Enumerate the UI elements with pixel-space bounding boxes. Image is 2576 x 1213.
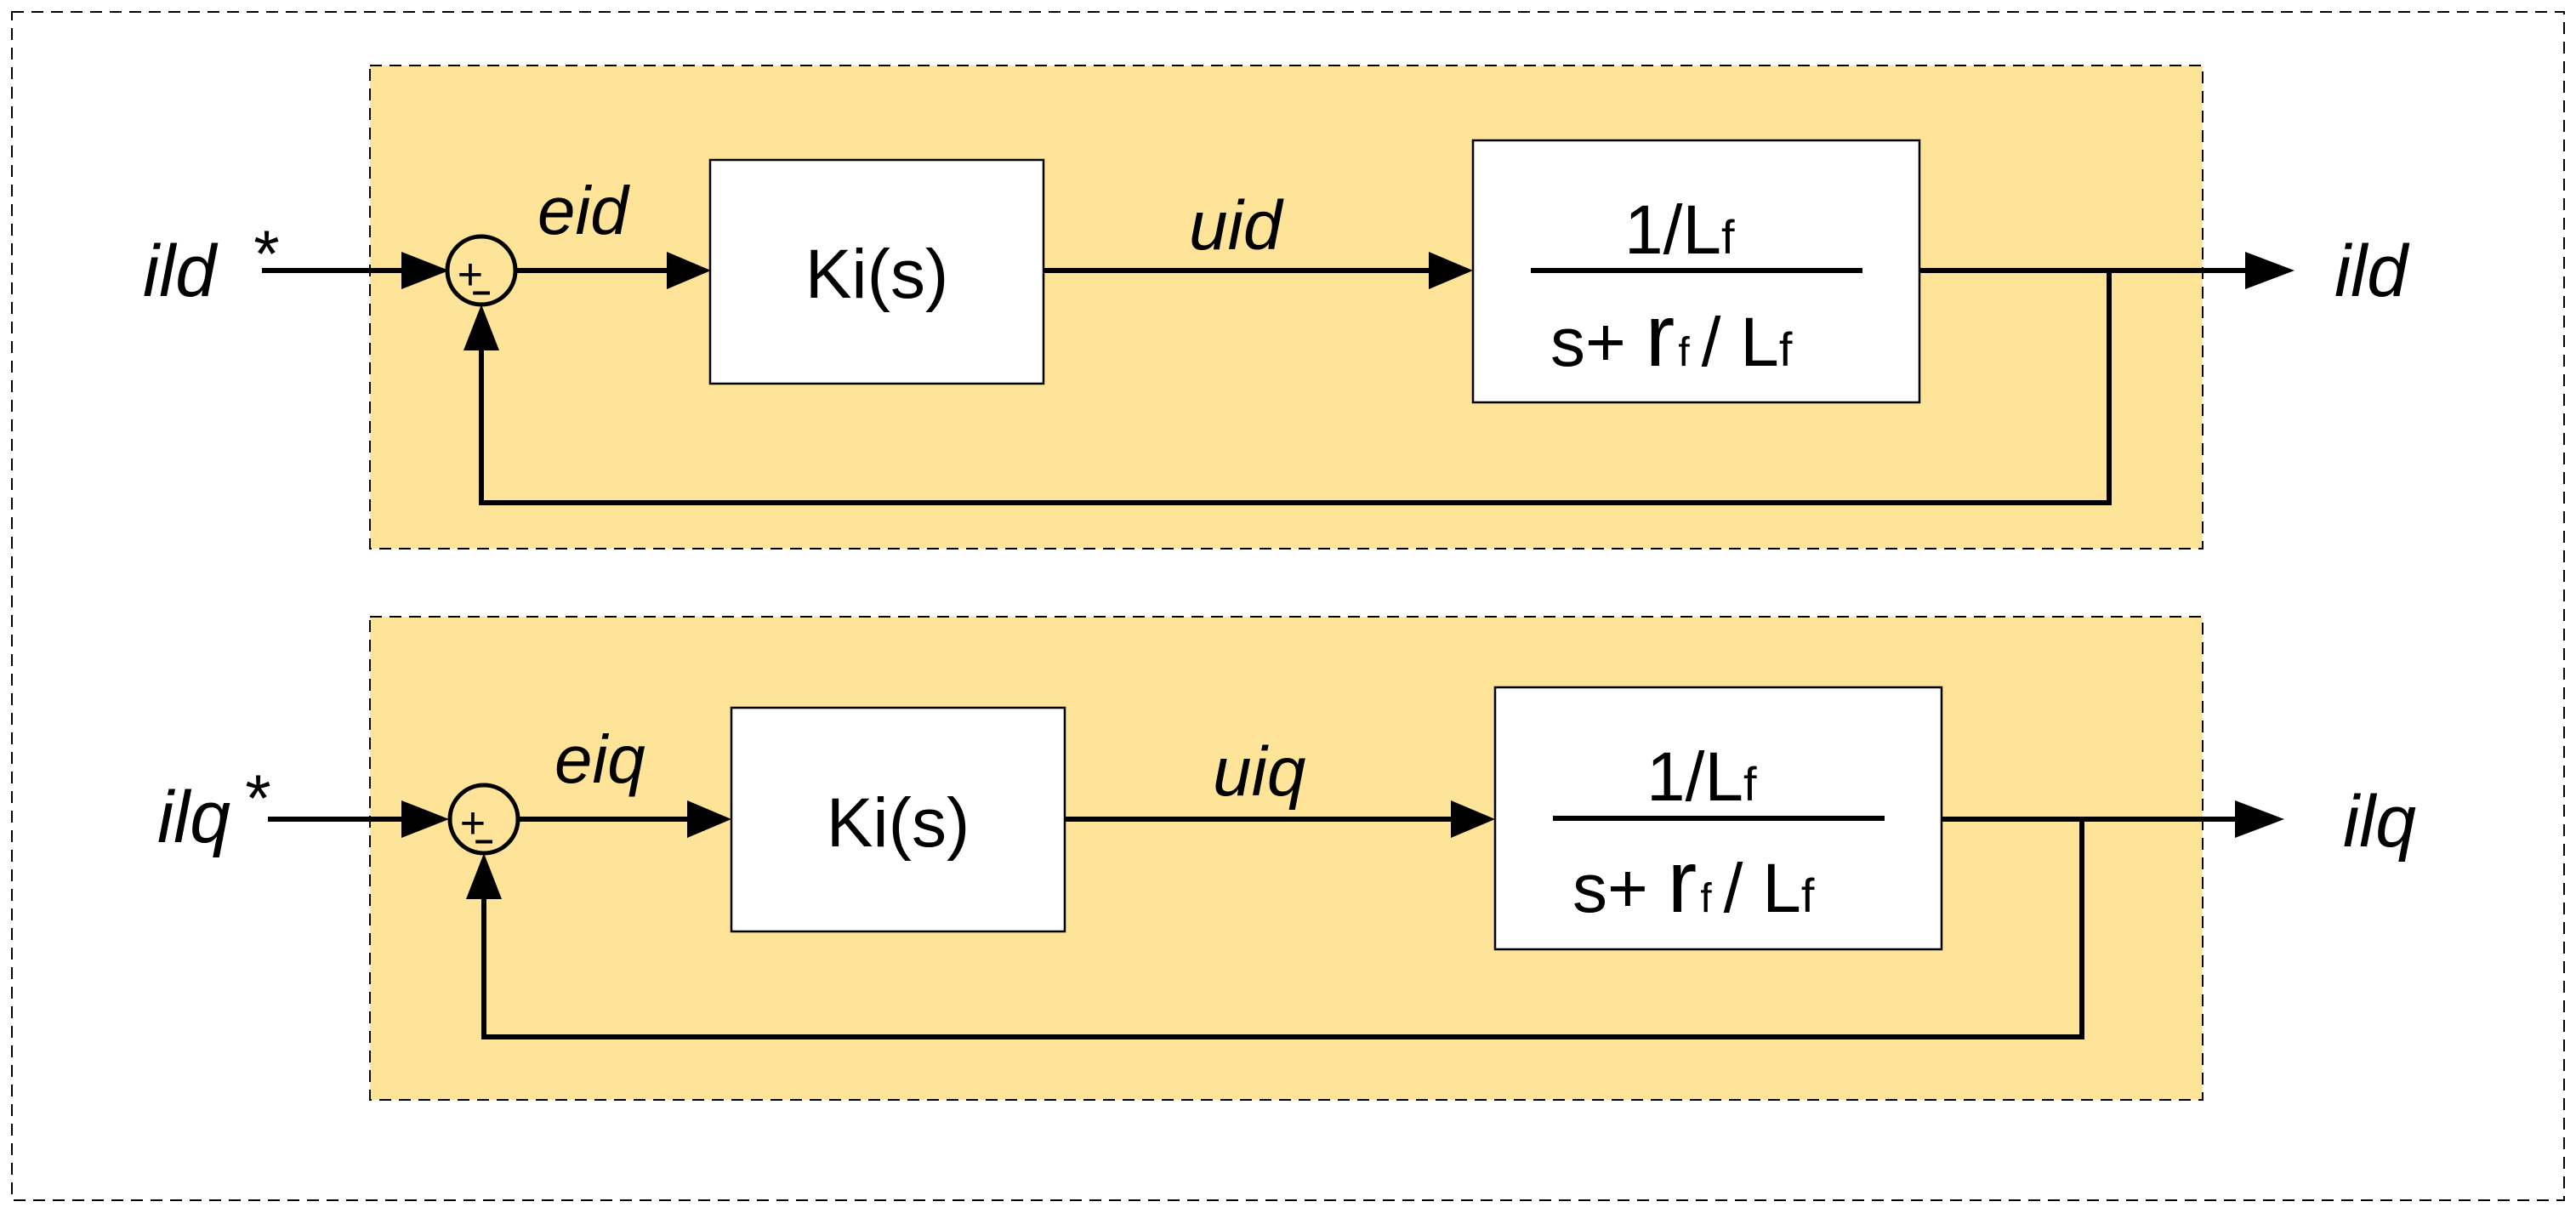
- q-output-label: ilq: [2343, 781, 2416, 863]
- d-plant-den-b: / L: [1702, 304, 1779, 381]
- q-controller-block: [730, 706, 1066, 933]
- d-error-label: eid: [537, 173, 630, 248]
- q-plant-den-r: r: [1668, 833, 1697, 931]
- q-control-label: uiq: [1213, 733, 1306, 811]
- q-input-arrowhead: [401, 800, 449, 838]
- d-axis-loop: ild * + – eid Ki(s) uid 1/Lf s+ rf/ Lf: [143, 65, 2410, 550]
- outer-frame: [11, 11, 2565, 1201]
- d-input-star: *: [251, 216, 279, 291]
- d-controller-block: [708, 158, 1045, 385]
- d-error-arrowhead: [667, 252, 711, 289]
- svg-text:1/Lf: 1/Lf: [1646, 738, 1757, 816]
- d-sum-plus: +: [457, 250, 482, 299]
- q-controller-label: Ki(s): [827, 784, 970, 862]
- q-input-label: ilq: [157, 777, 230, 858]
- svg-text:1/Lf: 1/Lf: [1624, 191, 1735, 269]
- d-plant-den-a: s+: [1550, 304, 1646, 381]
- d-plant-den-sub2: f: [1779, 322, 1793, 376]
- q-input-star: *: [242, 760, 270, 835]
- d-plant-num-main: 1/L: [1624, 191, 1721, 269]
- svg-text:s+ rf/ Lf: s+ rf/ Lf: [1572, 833, 1815, 931]
- d-feedback-arrowhead: [463, 305, 499, 350]
- d-output-arrowhead: [2245, 252, 2295, 289]
- d-plant-denominator: s+ rf/ Lf: [1550, 287, 1793, 385]
- d-control-arrowhead: [1429, 252, 1473, 289]
- q-error-arrowhead: [687, 800, 731, 838]
- d-plant-den-r: r: [1646, 287, 1675, 385]
- d-controller-label: Ki(s): [805, 236, 949, 313]
- d-feedback-wire: [479, 271, 2112, 505]
- d-axis-panel: [369, 65, 2204, 550]
- q-sum-minus: –: [475, 821, 493, 858]
- d-input-label: ild: [143, 231, 219, 312]
- d-sum-minus: –: [472, 272, 491, 310]
- q-plant-den-a: s+: [1572, 850, 1668, 927]
- q-feedback-arrowhead: [466, 853, 502, 899]
- q-plant-den-sub: f: [1700, 876, 1712, 921]
- q-axis-loop: ilq * + – eiq Ki(s) uiq 1/Lf s+ rf/ Lf: [157, 616, 2416, 1101]
- q-plant-denominator: s+ rf/ Lf: [1572, 833, 1815, 931]
- svg-text:s+ rf/ Lf: s+ rf/ Lf: [1550, 287, 1793, 385]
- q-plant-numerator: 1/Lf: [1646, 738, 1757, 816]
- q-plant-den-b: / L: [1724, 850, 1801, 927]
- d-output-label: ild: [2334, 231, 2410, 312]
- q-plant-den-sub2: f: [1801, 868, 1815, 922]
- q-output-arrowhead: [2235, 800, 2284, 838]
- d-plant-den-sub: f: [1678, 330, 1690, 375]
- q-sum-plus: +: [459, 799, 485, 848]
- d-control-label: uid: [1189, 187, 1284, 265]
- q-plant-num-main: 1/L: [1646, 738, 1743, 816]
- q-feedback-wire: [481, 819, 2084, 1039]
- d-plant-num-sub: f: [1721, 210, 1735, 264]
- q-control-arrowhead: [1451, 800, 1495, 838]
- d-input-arrowhead: [401, 252, 449, 289]
- q-plant-num-sub: f: [1743, 757, 1757, 811]
- d-plant-numerator: 1/Lf: [1624, 191, 1735, 269]
- q-error-label: eiq: [554, 721, 645, 797]
